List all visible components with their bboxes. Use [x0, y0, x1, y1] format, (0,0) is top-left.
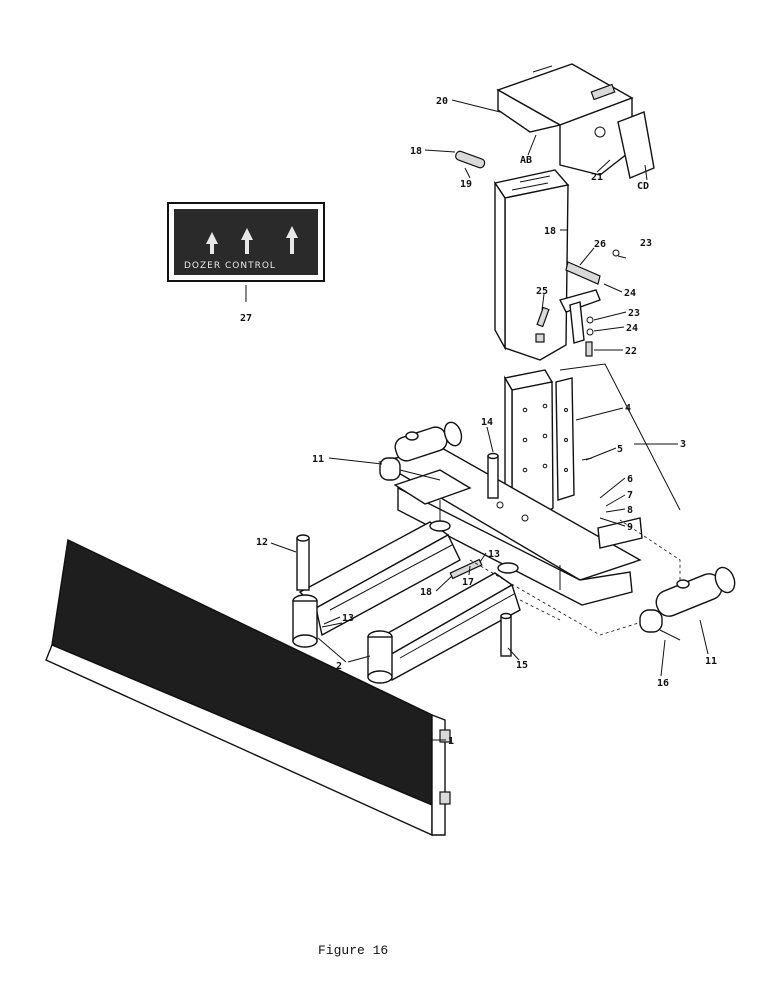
callout-24-top: 24: [624, 288, 636, 299]
leader-lines: [245, 99, 709, 741]
cylinder-left: [379, 421, 463, 481]
callout-6: 6: [627, 474, 633, 485]
pins: [296, 452, 512, 657]
main-frame: [378, 446, 643, 606]
callout-18-top: 18: [410, 146, 422, 157]
callout-11-left: 11: [312, 454, 324, 465]
decal-label: DOZER CONTROL: [184, 261, 276, 271]
dozer-control-decal: DOZER CONTROL: [167, 202, 325, 282]
callout-23-top: 23: [640, 238, 652, 249]
callout-1: 1: [448, 736, 454, 747]
callout-9: 9: [627, 522, 633, 533]
callout-2: 2: [336, 661, 342, 672]
callout-11-right: 11: [705, 656, 717, 667]
callout-4: 4: [625, 403, 631, 414]
callout-15: 15: [516, 660, 528, 671]
callout-8: 8: [627, 505, 633, 516]
callout-13-upper: 13: [488, 549, 500, 560]
callout-17: 17: [462, 577, 474, 588]
dozer-blade: [45, 538, 451, 837]
callout-5: 5: [617, 444, 623, 455]
callout-16: 16: [657, 678, 669, 689]
callout-21: 21: [591, 172, 603, 183]
column-hardware: [455, 150, 620, 357]
callout-26: 26: [594, 239, 606, 250]
bolt-holes: [522, 403, 568, 473]
callout-24-lower: 24: [626, 323, 638, 334]
callout-18-column: 18: [544, 226, 556, 237]
callout-ab: AB: [520, 155, 532, 166]
callout-27: 27: [240, 313, 252, 324]
callout-23-lower: 23: [628, 308, 640, 319]
callout-3: 3: [680, 439, 686, 450]
callout-22: 22: [625, 346, 637, 357]
callout-18-frame: 18: [420, 587, 432, 598]
control-housing: [496, 63, 655, 179]
callout-19: 19: [460, 179, 472, 190]
callout-13-lower: 13: [342, 613, 354, 624]
callout-7: 7: [627, 490, 633, 501]
callout-12: 12: [256, 537, 268, 548]
callout-14: 14: [481, 417, 493, 428]
upper-column: [493, 169, 601, 361]
callouts: 20 AB 18 19 21 CD 18 26 23 24 23 24 22 2…: [240, 96, 717, 747]
pivot-bushings: [292, 520, 519, 684]
lower-mount: [503, 363, 681, 521]
hidden-lines: [469, 519, 681, 636]
callout-cd: CD: [637, 181, 649, 192]
cylinder-right: [639, 566, 736, 641]
figure-caption: Figure 16: [318, 943, 388, 958]
callout-25: 25: [536, 286, 548, 297]
callout-20: 20: [436, 96, 448, 107]
